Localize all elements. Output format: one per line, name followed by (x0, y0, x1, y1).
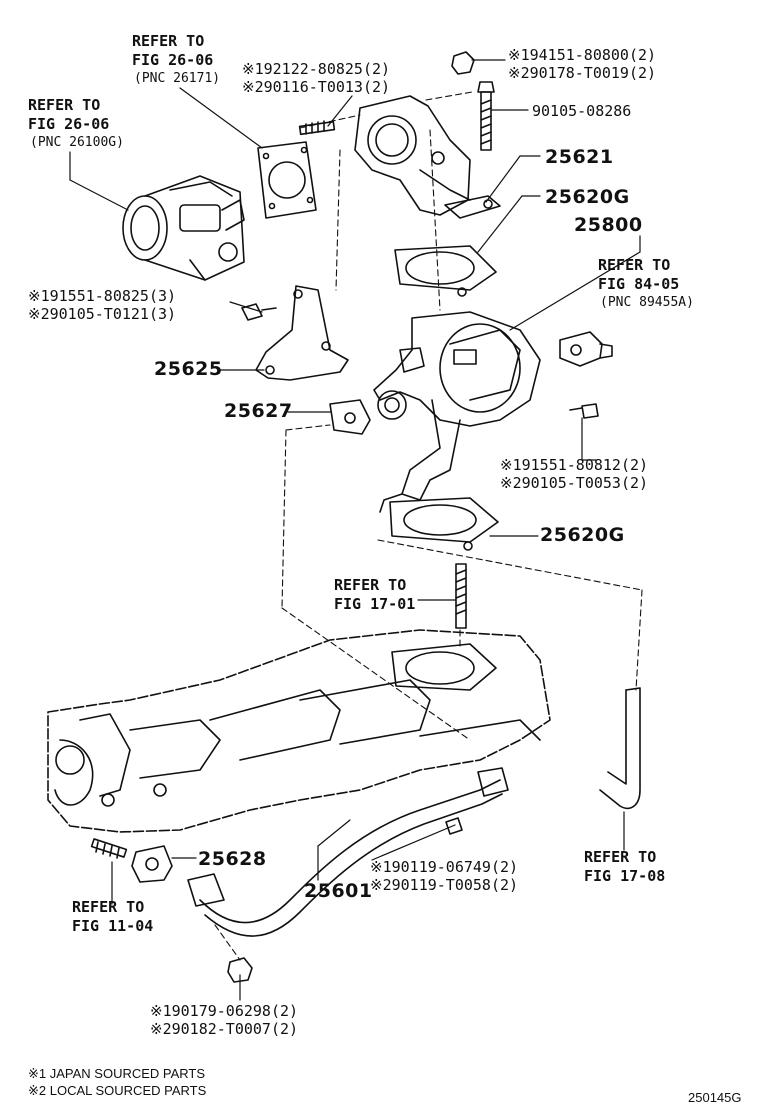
part-stud-top-local: ※290116-T0013(2) (242, 78, 391, 96)
ref-fig2606-a-line2: FIG 26-06 (132, 51, 214, 69)
egr-valve (373, 311, 541, 513)
ref-fig1104-line1: REFER TO (72, 898, 145, 916)
gasket-bottom (389, 497, 499, 551)
ref-fig1708-line2: FIG 17-08 (584, 867, 666, 885)
part-nut-top-local: ※290178-T0019(2) (508, 64, 657, 82)
figure-id: 250145G (688, 1090, 742, 1105)
ref-fig8405-line3: (PNC 89455A) (600, 295, 694, 310)
dashed-guides (214, 91, 643, 961)
part-bolt-pipe-local: ※290119-T0058(2) (370, 876, 519, 894)
ref-fig2606-b-line1: REFER TO (28, 96, 101, 114)
ref-fig1104-line2: FIG 11-04 (72, 917, 154, 935)
gasket-pipe (131, 845, 173, 883)
part-bolt-right-local: ※290105-T0053(2) (500, 474, 649, 492)
part-bolt-pipe-jp: ※190119-06749(2) (370, 858, 519, 876)
part-bolt-right-jp: ※191551-80812(2) (500, 456, 649, 474)
part-stud-top-jp: ※192122-80825(2) (242, 60, 391, 78)
part-25800: 25800 (574, 214, 643, 236)
ref-fig8405-line2: FIG 84-05 (598, 275, 680, 293)
part-25620g-top: 25620G (545, 186, 630, 208)
throttle-body (122, 175, 245, 281)
ref-fig1701-line1: REFER TO (334, 576, 407, 594)
bolt-left (241, 303, 277, 321)
part-bolt-top: 90105-08286 (532, 102, 632, 120)
part-25620g-bottom: 25620G (540, 524, 625, 546)
ref-fig1708-line1: REFER TO (584, 848, 657, 866)
gasket-small (329, 399, 371, 435)
part-bolt-left-jp: ※191551-80825(3) (28, 287, 177, 305)
ref-fig8405-line1: REFER TO (598, 256, 671, 274)
part-nut-top-jp: ※194151-80800(2) (508, 46, 657, 64)
vacuum-hose (599, 687, 641, 810)
note-local-sourced: ※2 LOCAL SOURCED PARTS (28, 1083, 207, 1098)
ref-fig2606-b-line3: (PNC 26100G) (30, 135, 124, 150)
nut-top (451, 51, 475, 75)
note-japan-sourced: ※1 JAPAN SOURCED PARTS (28, 1066, 206, 1081)
ref-fig1701-line2: FIG 17-01 (334, 595, 416, 613)
stud-top (298, 120, 336, 136)
part-25621: 25621 (545, 146, 614, 168)
bolt-top (477, 81, 495, 151)
bracket (255, 285, 349, 381)
ref-fig2606-b-line2: FIG 26-06 (28, 115, 110, 133)
gasket-top (394, 245, 497, 297)
stud-middle (455, 563, 467, 629)
gasket-throttle (257, 141, 317, 219)
part-nut-bottom-local: ※290182-T0007(2) (150, 1020, 299, 1038)
intake-manifold (47, 629, 551, 833)
egr-elbow (354, 95, 501, 219)
part-bolt-left-local: ※290105-T0121(3) (28, 305, 177, 323)
ref-fig2606-a-line3: (PNC 26171) (134, 71, 221, 86)
part-nut-bottom-jp: ※190179-06298(2) (150, 1002, 299, 1020)
ref-fig2606-a-line1: REFER TO (132, 32, 205, 50)
bolt-pipe (445, 817, 463, 835)
nut-bottom (227, 957, 253, 983)
egr-pipe (187, 767, 509, 937)
stud-lower-left (90, 838, 128, 859)
part-25625: 25625 (154, 358, 223, 380)
bolt-right (569, 403, 599, 419)
part-25601: 25601 (304, 880, 373, 902)
part-25627: 25627 (224, 400, 293, 422)
egr-connector (559, 331, 613, 367)
part-25628: 25628 (198, 848, 267, 870)
